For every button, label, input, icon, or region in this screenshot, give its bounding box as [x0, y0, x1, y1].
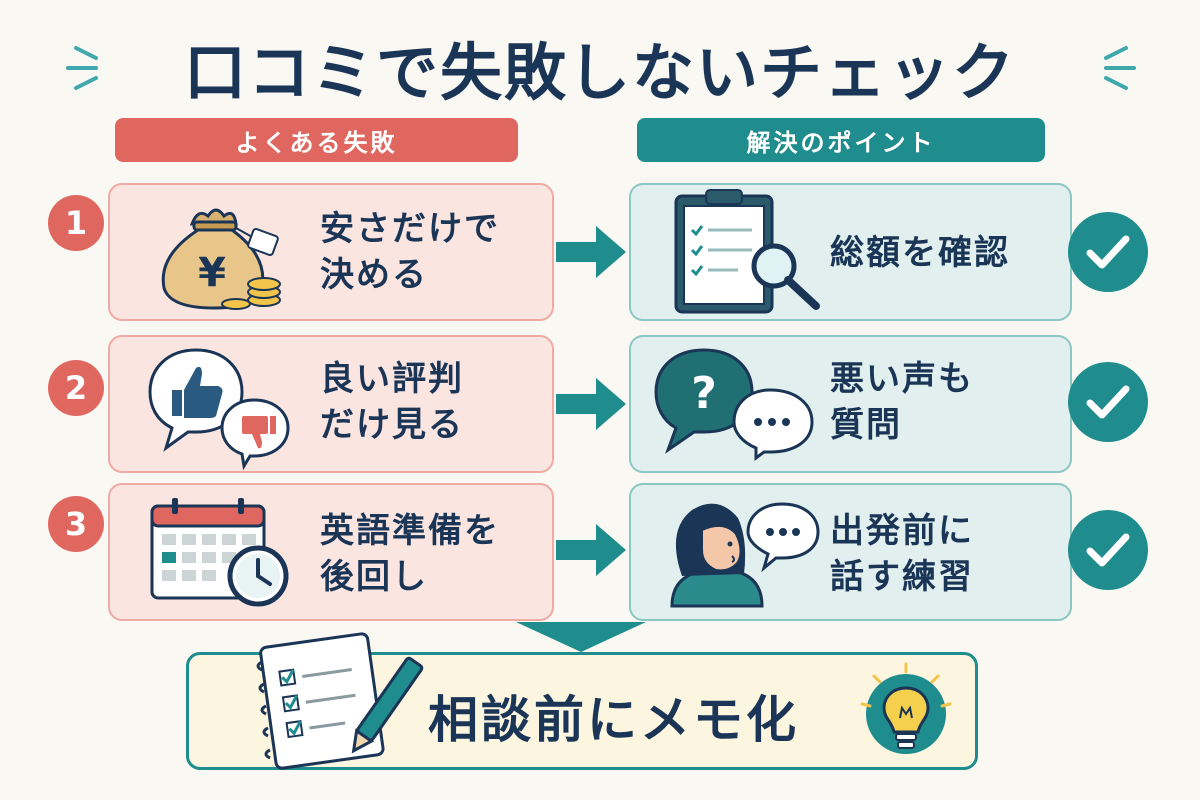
arrow-down-icon — [516, 622, 646, 652]
step-number-2: 2 — [48, 360, 104, 416]
yen-symbol: ¥ — [198, 250, 226, 296]
mistake-2-line2: だけ見る — [320, 405, 464, 445]
mistake-1-line2: 決める — [320, 255, 428, 295]
conclusion-text: 相談前にメモ化 — [428, 691, 799, 749]
check-icon-2 — [1068, 362, 1148, 442]
check-icon-3 — [1068, 510, 1148, 590]
mistake-1-line1: 安さだけで — [320, 209, 500, 249]
lightbulb-icon — [860, 662, 952, 754]
page-title: 口コミで失敗しないチェック — [183, 36, 1016, 109]
question-bubbles-icon: ? — [654, 348, 814, 461]
calendar-clock-icon — [150, 498, 289, 607]
notebook-pen-icon — [256, 632, 424, 770]
mistake-3-line2: 後回し — [320, 557, 428, 597]
sparkle-lines-left-icon — [66, 46, 98, 90]
solution-2-line1: 悪い声も — [830, 359, 974, 399]
thumbs-bubbles-icon — [148, 348, 290, 471]
solutions-header: 解決のポイント — [637, 118, 1045, 162]
mistakes-header: よくある失敗 — [115, 118, 518, 162]
arrow-right-icon — [556, 226, 626, 278]
solution-3-line2: 話す練習 — [830, 557, 974, 597]
mistake-3-line1: 英語準備を — [320, 511, 500, 551]
mistake-2-line1: 良い評判 — [320, 359, 464, 399]
question-mark: ? — [691, 368, 717, 419]
clipboard-magnifier-icon — [674, 189, 820, 314]
step-number-3: 3 — [48, 496, 104, 552]
person-speaking-icon — [670, 502, 820, 608]
arrow-right-icon — [556, 524, 626, 576]
check-icon-1 — [1068, 212, 1148, 292]
arrow-right-icon — [556, 378, 626, 430]
money-bag-icon: ¥ — [161, 208, 281, 310]
sparkle-lines-right-icon — [1104, 46, 1136, 90]
step-number-1: 1 — [48, 195, 104, 251]
solution-3-line1: 出発前に — [830, 511, 974, 551]
solution-1-line1: 総額を確認 — [830, 233, 1010, 273]
solution-2-line2: 質問 — [830, 405, 902, 445]
